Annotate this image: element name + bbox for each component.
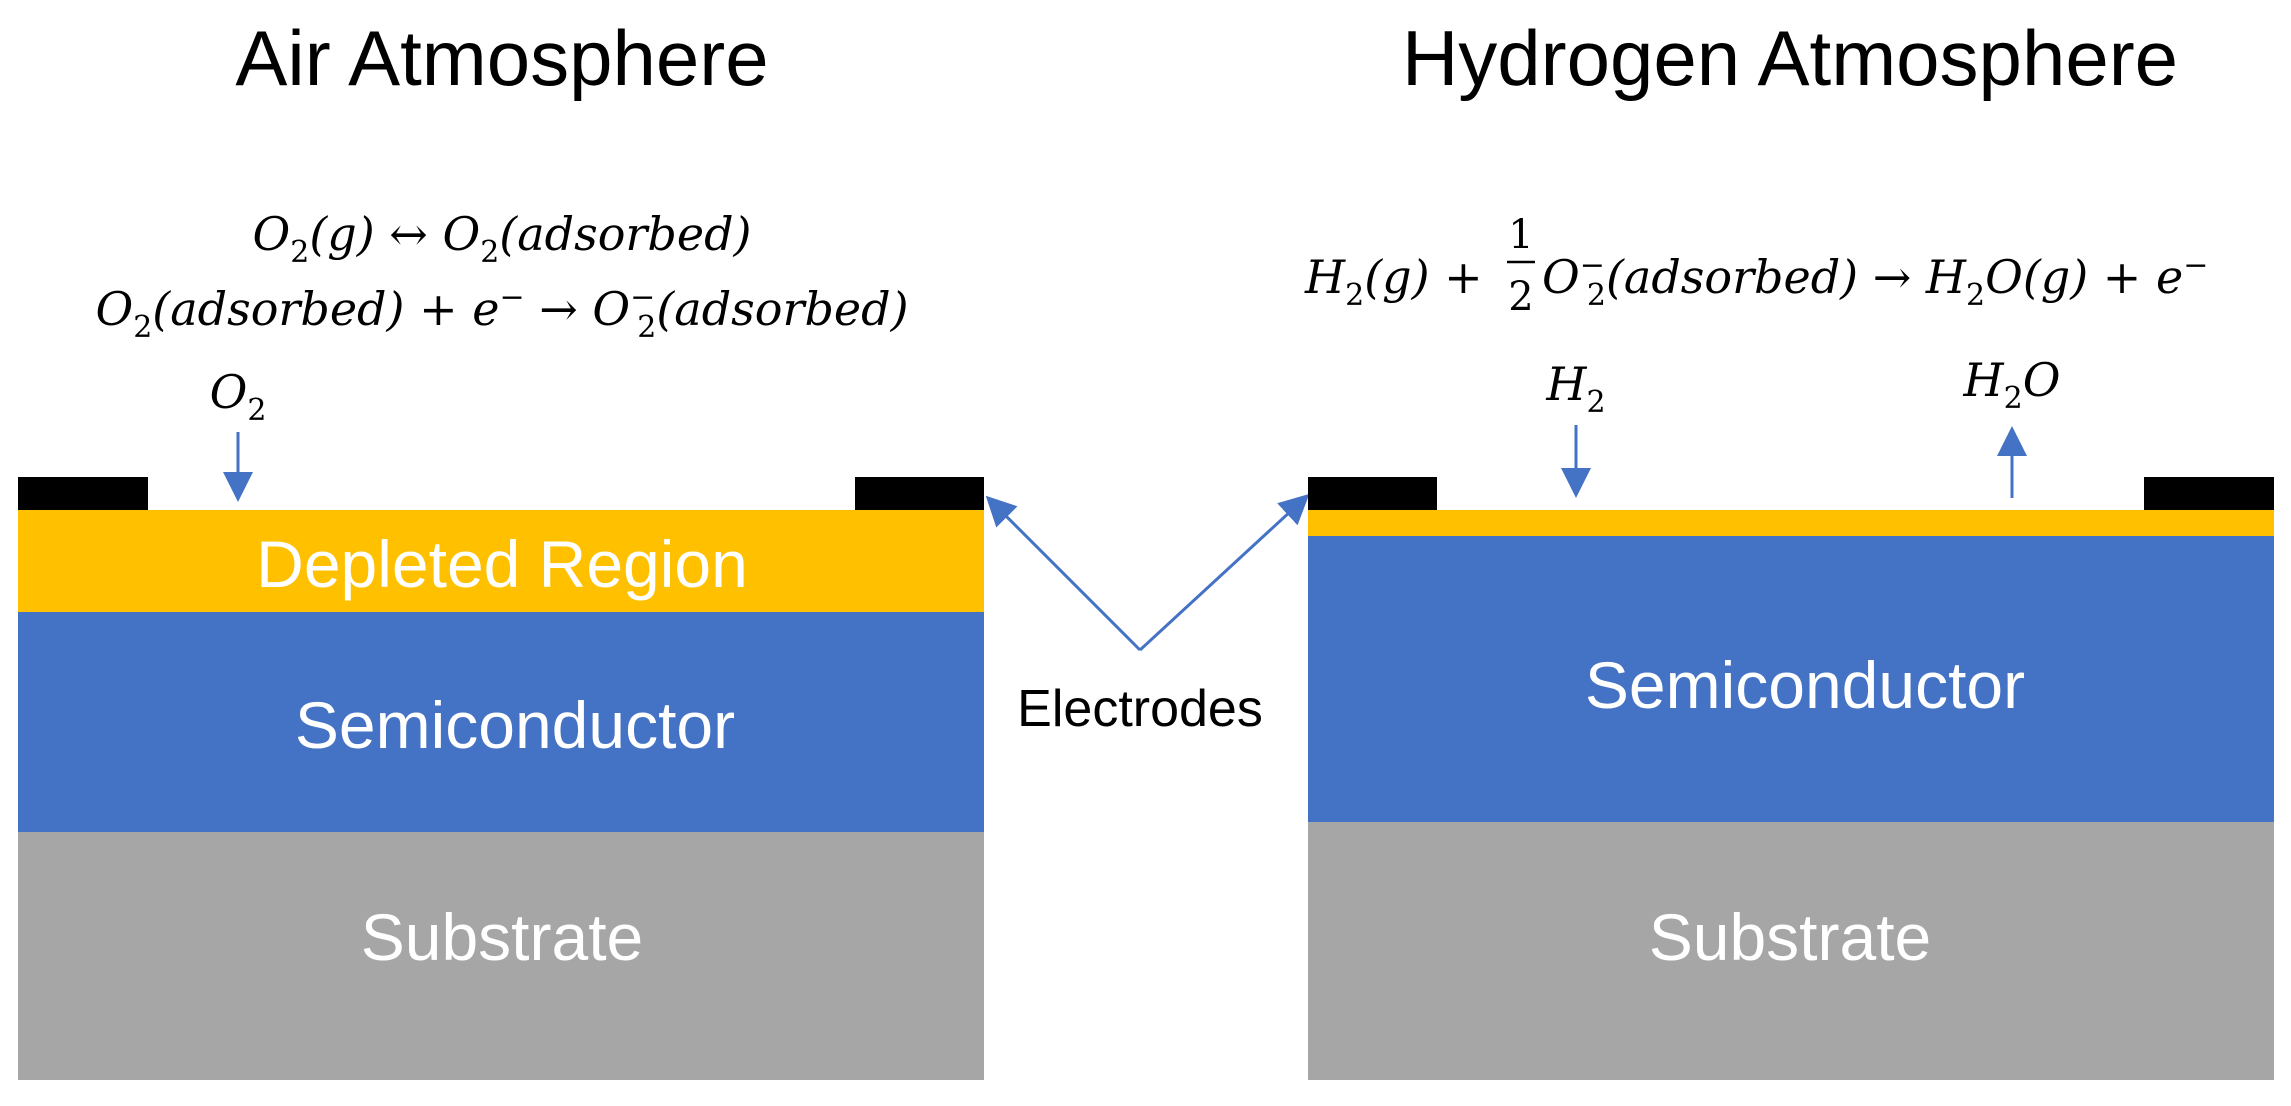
left-semiconductor-label: Semiconductor xyxy=(295,688,735,762)
electrodes-label: Electrodes xyxy=(1017,680,1263,738)
h2o-gas-label: H2O xyxy=(1963,353,2061,416)
depleted-region-label: Depleted Region xyxy=(256,527,748,601)
hydrogen-atmosphere-title: Hydrogen Atmosphere xyxy=(1402,14,2178,102)
right-semiconductor-layer xyxy=(1308,536,2274,822)
right-electrode-2 xyxy=(2144,477,2274,510)
air-equation-2: O2(adsorbed) + e− → O−2(adsorbed) xyxy=(95,280,908,345)
fraction-denominator: 2 xyxy=(1508,274,1533,320)
left-electrode-1 xyxy=(18,477,148,510)
air-equation-1: O2(g) ↔ O2(adsorbed) xyxy=(253,207,752,270)
h2-gas-label: H2 xyxy=(1545,357,1605,420)
left-semiconductor-layer xyxy=(18,612,984,832)
left-depleted-region-layer xyxy=(18,510,984,612)
right-depleted-region-layer xyxy=(1308,510,2274,536)
air-atmosphere-title: Air Atmosphere xyxy=(235,14,768,102)
right-substrate-layer xyxy=(1308,822,2274,1080)
electrodes-callout-left-arrow xyxy=(985,495,1142,652)
left-substrate-layer xyxy=(18,832,984,1080)
right-substrate-label: Substrate xyxy=(1649,900,1932,974)
fraction-numerator: 1 xyxy=(1508,212,1533,258)
right-semiconductor-label: Semiconductor xyxy=(1585,648,2025,722)
hydrogen-equation-continued: O−2(adsorbed) → H2O(g) + e− xyxy=(1542,248,2208,313)
electrodes-callout-right-arrow xyxy=(1138,493,1310,652)
right-electrode-1 xyxy=(1308,477,1437,510)
o2-gas-label: O2 xyxy=(210,365,267,428)
left-substrate-label: Substrate xyxy=(361,900,644,974)
left-electrode-2 xyxy=(855,477,984,510)
hydrogen-equation: H2(g) + xyxy=(1304,250,1483,313)
